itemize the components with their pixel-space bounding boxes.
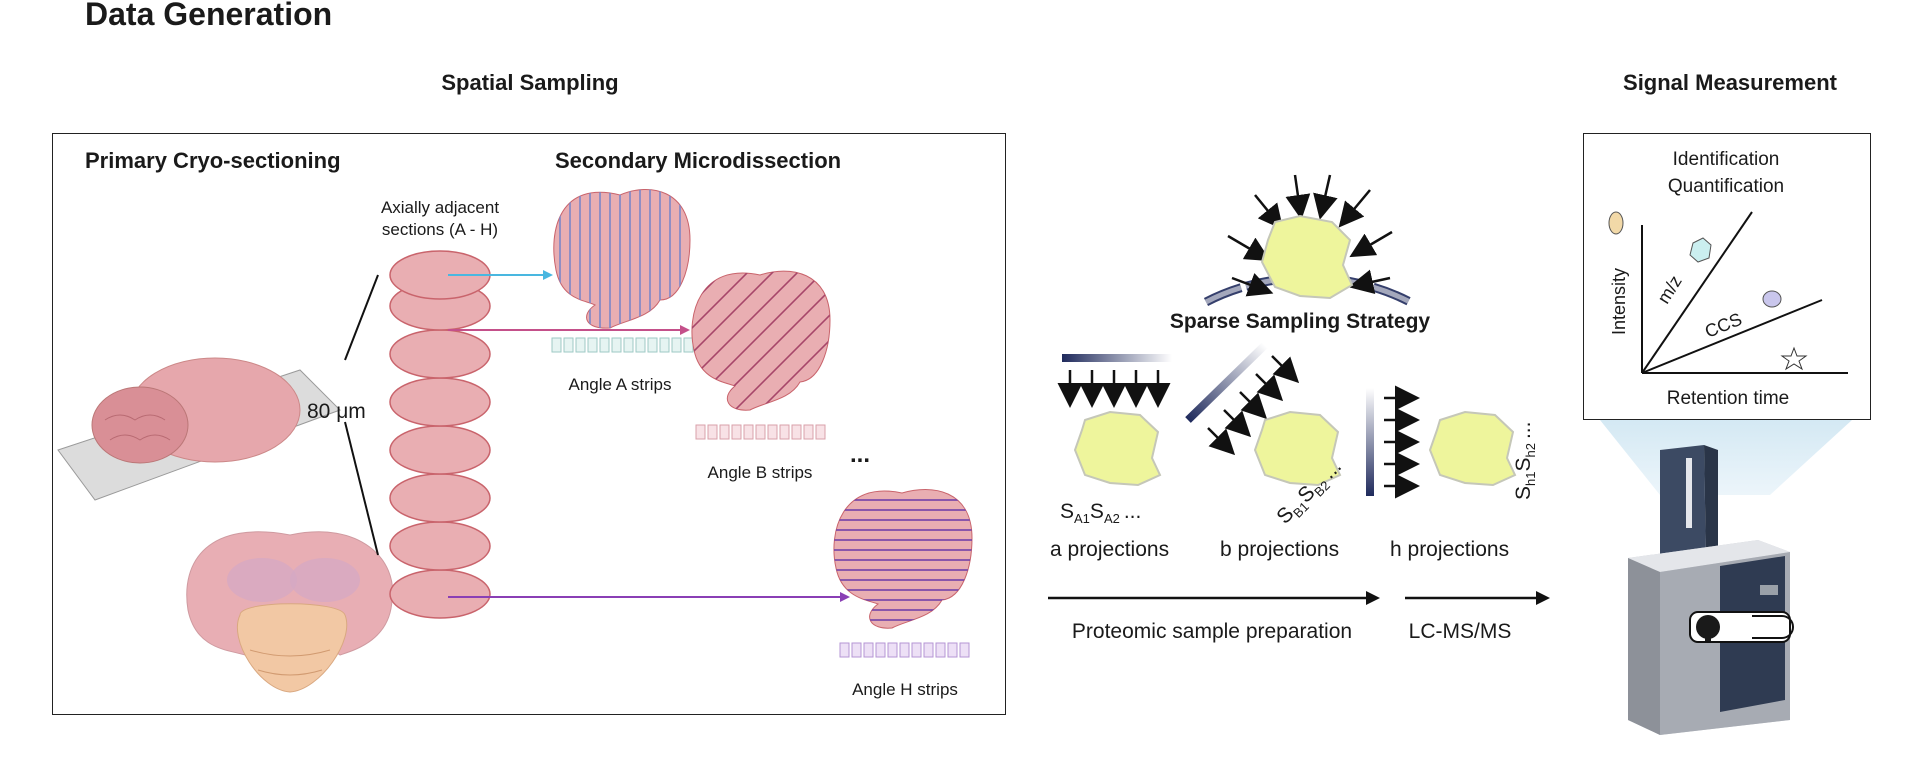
- intensity-axis-label: Intensity: [1609, 268, 1629, 335]
- secondary-microdissection-label: Secondary Microdissection: [555, 148, 841, 173]
- arc-arrows: [1227, 174, 1393, 297]
- h-sub-label: Sh1Sh2...: [1512, 422, 1538, 500]
- ellipsis-label: ...: [850, 441, 870, 468]
- mass-spectrometer-icon: [1628, 445, 1794, 735]
- ccs-label: CCS: [1702, 309, 1745, 342]
- axial-label-line2: sections (A - H): [382, 220, 498, 239]
- plot-axes: [1641, 211, 1848, 374]
- angle-b-label: Angle B strips: [708, 463, 813, 482]
- angle-b-section: [691, 270, 831, 411]
- h-projections-label: h projections: [1390, 538, 1509, 561]
- angle-h-section: [833, 489, 973, 629]
- analyte-circle-icon: [1762, 290, 1782, 308]
- section-stack: [389, 250, 491, 619]
- analyte-oval-icon: [1608, 211, 1624, 235]
- a-sub-label: SA1SA2...: [1060, 500, 1141, 526]
- tube-row-b: [695, 424, 826, 440]
- angle-a-label: Angle A strips: [568, 375, 671, 394]
- a-projection-group: [1057, 354, 1172, 487]
- tube-row-a: [551, 337, 694, 353]
- prep-label: Proteomic sample preparation: [1072, 620, 1352, 643]
- signal-measurement-heading: Signal Measurement: [1623, 70, 1837, 95]
- b-projections-label: b projections: [1220, 538, 1339, 561]
- quantification-label: Quantification: [1668, 176, 1784, 197]
- a-projections-label: a projections: [1050, 538, 1169, 561]
- angle-a-section: [553, 189, 691, 329]
- lcms-label: LC-MS/MS: [1409, 620, 1512, 643]
- page-title: Data Generation: [85, 0, 333, 32]
- identification-label: Identification: [1673, 149, 1780, 170]
- primary-cryo-label: Primary Cryo-sectioning: [85, 148, 341, 173]
- analyte-hexagon-icon: [1689, 237, 1712, 263]
- b-projection-group: [1185, 342, 1342, 487]
- h-projection-group: [1366, 385, 1517, 499]
- brain-on-slide: [57, 357, 341, 501]
- thickness-label: 80 μm: [307, 400, 366, 423]
- analyte-star-icon: [1780, 346, 1808, 371]
- central-sample-blob: [1260, 214, 1354, 300]
- retention-time-label: Retention time: [1667, 388, 1790, 409]
- light-beam: [1600, 420, 1852, 495]
- angle-h-label: Angle H strips: [852, 680, 958, 699]
- tube-row-h: [839, 642, 970, 658]
- mz-label: m/z: [1653, 272, 1685, 307]
- sparse-strategy-label: Sparse Sampling Strategy: [1170, 310, 1431, 333]
- axial-label-line1: Axially adjacent: [381, 198, 499, 217]
- spatial-sampling-heading: Spatial Sampling: [441, 70, 619, 95]
- coronal-section: [186, 531, 394, 693]
